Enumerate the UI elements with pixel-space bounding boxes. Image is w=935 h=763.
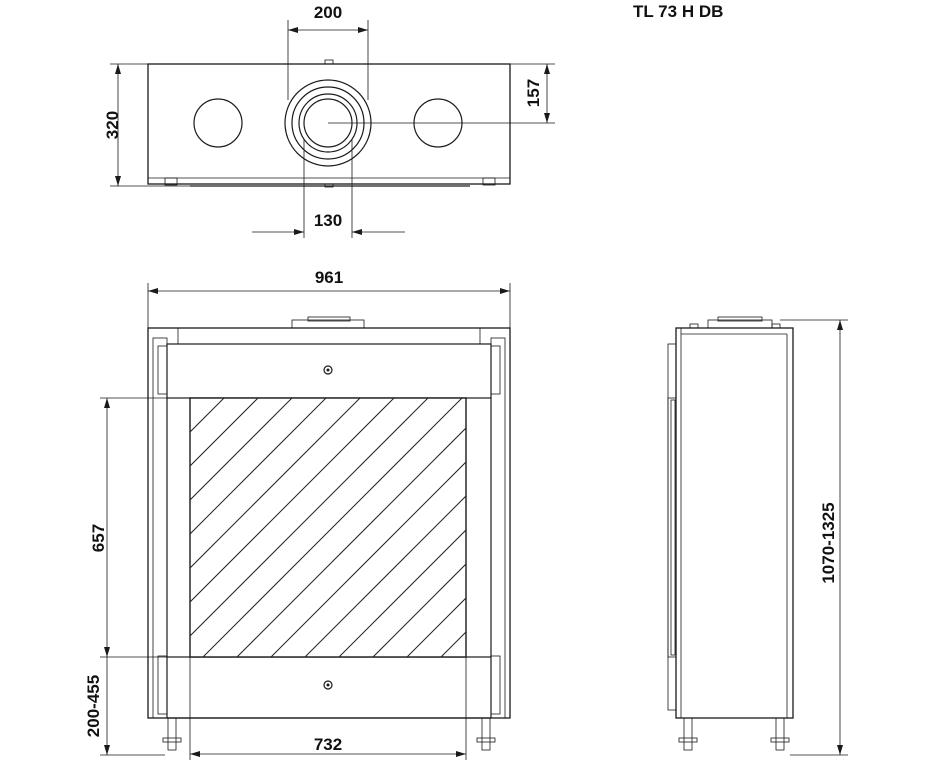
left-flue-port	[193, 98, 243, 148]
dim-front-glass-width: 732	[314, 735, 342, 754]
glass-hatch-line	[372, 563, 466, 657]
glass-hatch-line	[202, 398, 463, 657]
glass-hatch-line	[190, 398, 361, 569]
glass-hatch-line	[190, 398, 395, 603]
dim-front-glass-height: 657	[89, 524, 108, 552]
dim-top-flue-offset: 157	[524, 79, 543, 107]
glass-hatch-line	[190, 398, 429, 637]
glass-hatch-line	[406, 597, 466, 657]
top-view: 200 320 157 130	[103, 3, 555, 238]
main-flue-collar	[284, 79, 372, 167]
glass-panel	[189, 397, 467, 658]
front-right-leg	[476, 717, 496, 751]
dim-top-flue-inner: 130	[314, 211, 342, 230]
side-front-leg	[678, 717, 698, 751]
front-view: 961 657 200-455 732	[84, 268, 511, 760]
dim-top-depth: 320	[103, 111, 122, 139]
upper-screw	[323, 365, 333, 375]
glass-hatch-line	[304, 495, 466, 657]
lower-screw	[323, 680, 333, 690]
dim-front-leg-height: 200-455	[84, 675, 103, 737]
dim-side-total-height: 1070-1325	[819, 502, 838, 583]
side-view: 1070-1325	[667, 316, 848, 756]
glass-hatch-line	[338, 529, 466, 657]
dim-front-width: 961	[315, 268, 343, 287]
front-left-leg	[162, 717, 182, 751]
glass-hatch-line	[190, 398, 259, 467]
glass-hatch-line	[270, 461, 466, 657]
dim-top-flue-width: 200	[314, 3, 342, 22]
model-title: TL 73 H DB	[633, 2, 723, 21]
side-rear-leg	[770, 717, 790, 751]
glass-hatch-line	[190, 398, 293, 501]
glass-hatch-line	[236, 427, 466, 657]
glass-hatch-line	[190, 398, 327, 535]
